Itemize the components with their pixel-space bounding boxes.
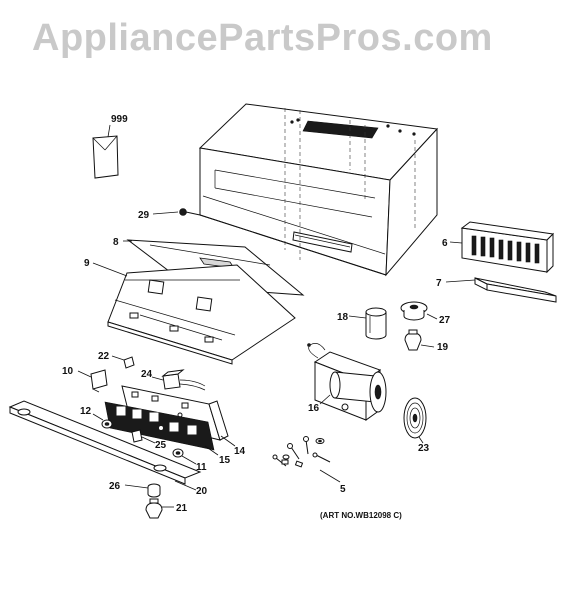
part-18-capacitor[interactable]	[348, 307, 387, 340]
callout-18: 18	[337, 312, 349, 323]
callout-10: 10	[62, 366, 74, 377]
part-19-light-bulb[interactable]	[404, 329, 435, 351]
part-29-screw[interactable]	[152, 208, 201, 216]
art-number: (ART NO.WB12098 C)	[320, 511, 402, 520]
callout-22: 22	[98, 351, 110, 362]
part-12-knob-nut[interactable]	[92, 413, 113, 429]
part-10-bracket[interactable]	[77, 369, 108, 393]
part-24-switch-box[interactable]	[151, 369, 206, 391]
callout-16: 16	[308, 403, 320, 414]
callout-12: 12	[80, 406, 92, 417]
callout-27: 27	[439, 315, 451, 326]
part-5-hardware-kit[interactable]	[272, 436, 341, 483]
callout-24: 24	[141, 369, 153, 380]
callout-29: 29	[138, 210, 150, 221]
part-22-clip[interactable]	[111, 355, 135, 369]
callout-21: 21	[176, 503, 188, 514]
part-7-filter-channel[interactable]	[445, 277, 557, 303]
callout-999: 999	[111, 114, 128, 125]
part-11-knob[interactable]	[172, 448, 197, 465]
callout-9: 9	[84, 258, 90, 269]
callout-6: 6	[442, 238, 448, 249]
callout-26: 26	[109, 481, 121, 492]
callout-8: 8	[113, 237, 119, 248]
callout-19: 19	[437, 342, 449, 353]
part-27-lamp-socket[interactable]	[400, 301, 438, 321]
part-25-rocker-switch[interactable]	[131, 429, 156, 444]
callout-20: 20	[196, 486, 208, 497]
part-21-lamp[interactable]	[145, 498, 174, 519]
callout-23: 23	[418, 443, 430, 454]
callout-7: 7	[436, 278, 442, 289]
part-6-grease-filter[interactable]	[449, 221, 555, 274]
watermark-text: AppliancePartsPros.com	[32, 17, 493, 59]
part-20-bottom-pan[interactable]	[8, 400, 202, 491]
callout-11: 11	[196, 462, 207, 473]
part-999-literature[interactable]	[92, 124, 119, 179]
callout-5: 5	[340, 484, 346, 495]
callout-14: 14	[234, 446, 246, 457]
part-9-control-housing[interactable]	[92, 262, 296, 365]
callout-15: 15	[219, 455, 231, 466]
hood-housing[interactable]	[198, 103, 439, 277]
part-26-light-socket[interactable]	[124, 483, 161, 498]
part-15-switch-plate[interactable]	[104, 401, 219, 456]
callout-25: 25	[155, 440, 167, 451]
part-23-blower-wheel[interactable]	[403, 397, 427, 444]
part-16-blower-motor[interactable]	[307, 343, 387, 421]
